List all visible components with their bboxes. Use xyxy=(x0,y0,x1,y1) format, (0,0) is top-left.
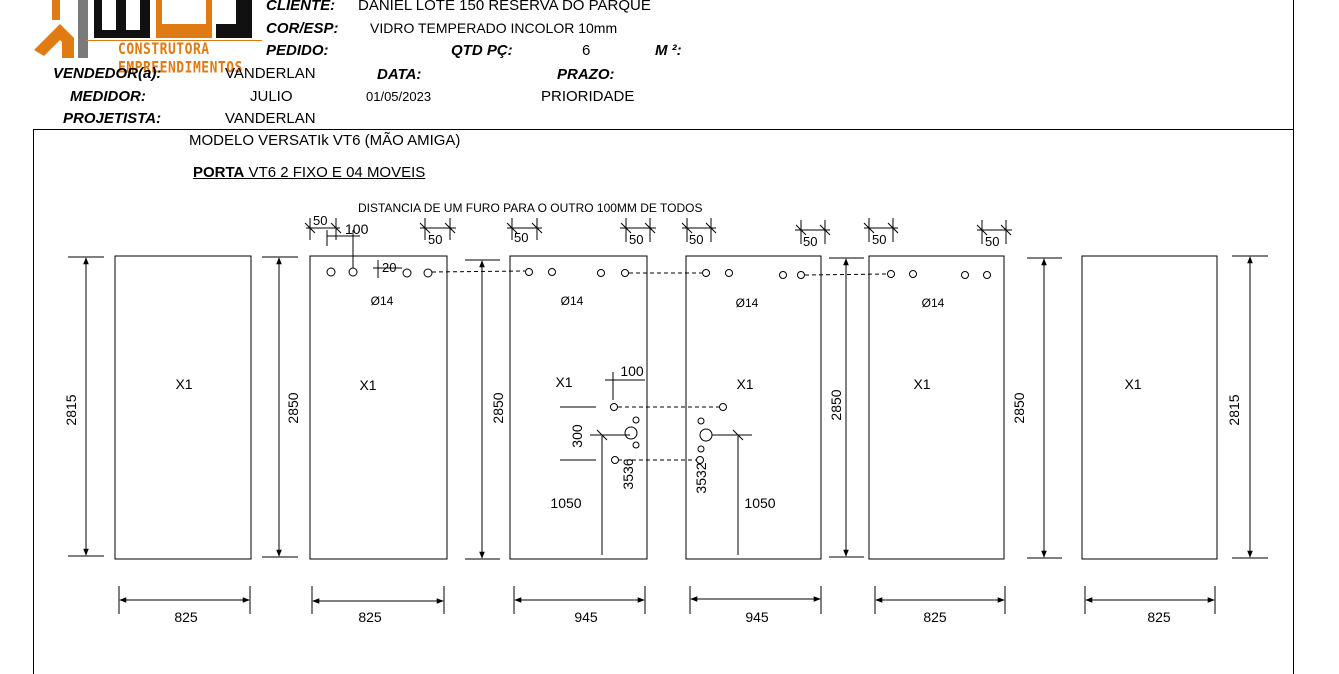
cor-esp-label: COR/ESP: xyxy=(266,20,339,37)
handle-holes xyxy=(610,403,727,464)
panel-label-6: X1 xyxy=(1124,376,1141,392)
dim-handle-3536: 3536 xyxy=(620,458,636,489)
hole-label-1: Ø14 xyxy=(371,294,394,308)
m2-label: M ²: xyxy=(655,42,682,59)
height-dimension-lines xyxy=(68,255,1268,560)
dim-handle-3532: 3532 xyxy=(693,462,709,493)
frame-right-border xyxy=(1293,0,1294,674)
cliente-label: CLIENTE: xyxy=(266,0,336,14)
data-value: 01/05/2023 xyxy=(366,89,432,104)
top-holes xyxy=(326,267,991,279)
width-dim-1: 825 xyxy=(174,609,198,625)
dim-handle-1050-right: 1050 xyxy=(744,495,775,511)
height-dim-3: 2850 xyxy=(490,392,506,423)
panel-label-2: X1 xyxy=(359,377,376,393)
hole-alignment-lines xyxy=(431,270,888,461)
height-dim-6: 2815 xyxy=(1226,394,1242,425)
hole-label-4: Ø14 xyxy=(922,296,945,310)
dim-handle-100: 100 xyxy=(620,363,644,379)
top-dimension-ticks xyxy=(304,218,1012,278)
panel-fixed-left xyxy=(114,255,252,560)
prazo-label: PRAZO: xyxy=(557,66,615,83)
projetista-value: VANDERLAN xyxy=(225,110,316,127)
hole-distance-note: DISTANCIA DE UM FURO PARA O OUTRO 100MM … xyxy=(358,201,703,215)
height-dim-2: 2850 xyxy=(285,392,301,423)
porta-bold: PORTA xyxy=(193,164,245,181)
height-dim-5: 2850 xyxy=(1011,392,1027,423)
pedido-label: PEDIDO: xyxy=(266,42,329,59)
dim-handle-1050-left: 1050 xyxy=(550,495,581,511)
medidor-label: MEDIDOR: xyxy=(70,88,146,105)
panel-label-1: X1 xyxy=(175,376,192,392)
dim-50-a: 50 xyxy=(313,213,327,228)
dim-50-h: 50 xyxy=(985,234,999,249)
dim-50-g: 50 xyxy=(872,232,886,247)
cliente-value: DANIEL LOTE 150 RESERVA DO PARQUE xyxy=(358,0,651,14)
cor-esp-value: VIDRO TEMPERADO INCOLOR 10mm xyxy=(370,20,618,36)
width-dim-5: 825 xyxy=(923,609,947,625)
logo-subtitle: CONSTRUTORA EMPREENDIMENTOS xyxy=(118,40,243,78)
projetista-label: PROJETISTA: xyxy=(63,110,162,127)
header-divider xyxy=(33,129,1294,130)
dim-20: 20 xyxy=(382,260,396,275)
height-dim-1: 2815 xyxy=(63,394,79,425)
panel-fixed-right xyxy=(1081,255,1218,560)
panel-sliding-1 xyxy=(309,255,448,560)
panel-sliding-3 xyxy=(685,255,822,560)
width-dim-4: 945 xyxy=(745,609,769,625)
logo-roof-mark xyxy=(34,24,74,58)
width-dim-6: 825 xyxy=(1147,609,1171,625)
modelo-text: MODELO VERSATIk VT6 (MÃO AMIGA) xyxy=(189,132,461,149)
porta-description: PORTA VT6 2 FIXO E 04 MOVEIS xyxy=(193,164,425,181)
dim-50-f: 50 xyxy=(803,234,817,249)
qtd-value: 6 xyxy=(582,42,591,59)
panel-label-4: X1 xyxy=(736,376,753,392)
logo-graphic xyxy=(34,0,262,58)
dim-100-top: 100 xyxy=(345,221,369,237)
dim-50-d: 50 xyxy=(629,232,643,247)
height-dim-4: 2850 xyxy=(828,389,844,420)
handle-dimension-lines xyxy=(560,372,752,555)
dim-handle-300: 300 xyxy=(569,424,585,448)
dim-50-e: 50 xyxy=(689,232,703,247)
data-label: DATA: xyxy=(377,66,422,83)
medidor-value: JULIO xyxy=(250,88,293,105)
frame-left-border xyxy=(33,129,34,674)
width-dim-3: 945 xyxy=(574,609,598,625)
hole-label-2: Ø14 xyxy=(561,294,584,308)
vendedor-label: VENDEDOR(a): xyxy=(53,65,162,82)
width-dimension-lines xyxy=(118,586,1216,614)
prazo-value: PRIORIDADE xyxy=(541,88,635,105)
vendedor-value: VANDERLAN xyxy=(225,65,316,82)
width-dim-2: 825 xyxy=(358,609,382,625)
company-logo: CONSTRUTORA EMPREENDIMENTOS xyxy=(32,0,262,78)
qtd-label: QTD PÇ: xyxy=(451,42,513,59)
hole-label-3: Ø14 xyxy=(736,296,759,310)
dim-50-b: 50 xyxy=(428,232,442,247)
panel-label-5: X1 xyxy=(913,376,930,392)
dim-50-c: 50 xyxy=(514,230,528,245)
panel-label-3: X1 xyxy=(555,374,572,390)
porta-rest: VT6 2 FIXO E 04 MOVEIS xyxy=(244,164,426,181)
panel-sliding-4 xyxy=(868,255,1005,560)
